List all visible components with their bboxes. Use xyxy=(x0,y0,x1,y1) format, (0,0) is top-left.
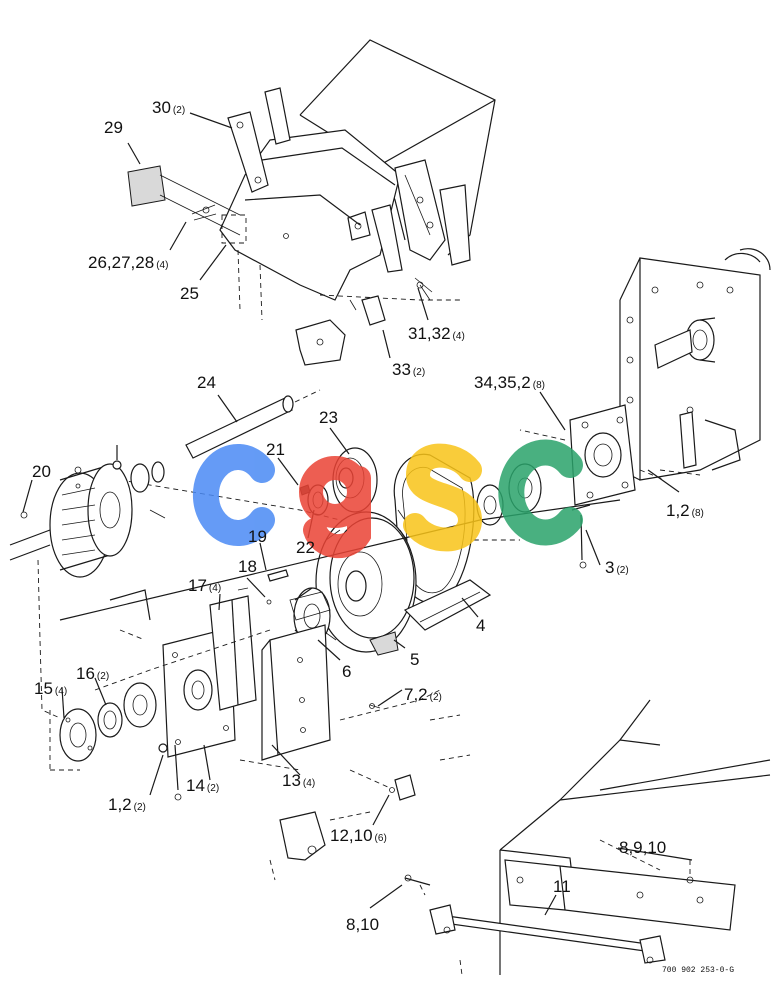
callout-labels: 29 30(2) 26,27,28(4) 25 31,32(4) 33(2) 2… xyxy=(32,98,704,934)
callout-3: 3(2) xyxy=(605,558,629,577)
watermark-letter-s xyxy=(403,443,483,552)
callout-8-10: 8,10 xyxy=(346,915,379,934)
callout-26-27-28: 26,27,28(4) xyxy=(88,253,168,272)
callout-8-9-10: 8,9,10 xyxy=(619,838,666,857)
drawing-number: 700 902 253-0-G xyxy=(662,966,734,975)
callout-1-2-right: 1,2(8) xyxy=(666,501,704,520)
callout-11: 11 xyxy=(553,877,571,896)
callout-25: 25 xyxy=(180,284,199,303)
callout-34-35-2: 34,35,2(8) xyxy=(474,373,545,392)
callout-18: 18 xyxy=(238,557,257,576)
leader-lines xyxy=(22,112,693,916)
callout-29: 29 xyxy=(104,118,123,137)
callout-21: 21 xyxy=(266,440,285,459)
callout-13: 13(4) xyxy=(282,771,315,790)
callout-5: 5 xyxy=(410,650,419,669)
left-sheave-assembly xyxy=(9,445,166,719)
callout-14: 14(2) xyxy=(186,776,219,795)
callout-22: 22 xyxy=(296,538,315,557)
watermark-letter-c xyxy=(192,444,275,546)
callout-17: 17(4) xyxy=(188,576,221,595)
callout-15: 15(4) xyxy=(34,679,67,698)
callout-1-2-left: 1,2(2) xyxy=(108,795,146,814)
watermark-logo xyxy=(192,439,583,559)
callout-6: 6 xyxy=(342,662,351,681)
callout-12-10: 12,10(6) xyxy=(330,826,387,845)
callout-33: 33(2) xyxy=(392,360,425,379)
top-hood-assembly xyxy=(127,39,496,366)
right-frame-assembly xyxy=(519,248,771,569)
callout-24: 24 xyxy=(197,373,216,392)
callout-23: 23 xyxy=(319,408,338,427)
callout-19: 19 xyxy=(248,527,267,546)
watermark-letter-c2 xyxy=(498,439,583,546)
callout-4: 4 xyxy=(476,616,485,635)
mounting-plates xyxy=(49,569,331,801)
callout-20: 20 xyxy=(32,462,51,481)
callout-31-32: 31,32(4) xyxy=(408,324,465,343)
callout-7-2: 7,2(2) xyxy=(404,685,442,704)
callout-30: 30(2) xyxy=(152,98,185,117)
bottom-right-frame xyxy=(404,699,771,976)
callout-16: 16(2) xyxy=(76,664,109,683)
watermark-letter-g xyxy=(299,456,371,559)
